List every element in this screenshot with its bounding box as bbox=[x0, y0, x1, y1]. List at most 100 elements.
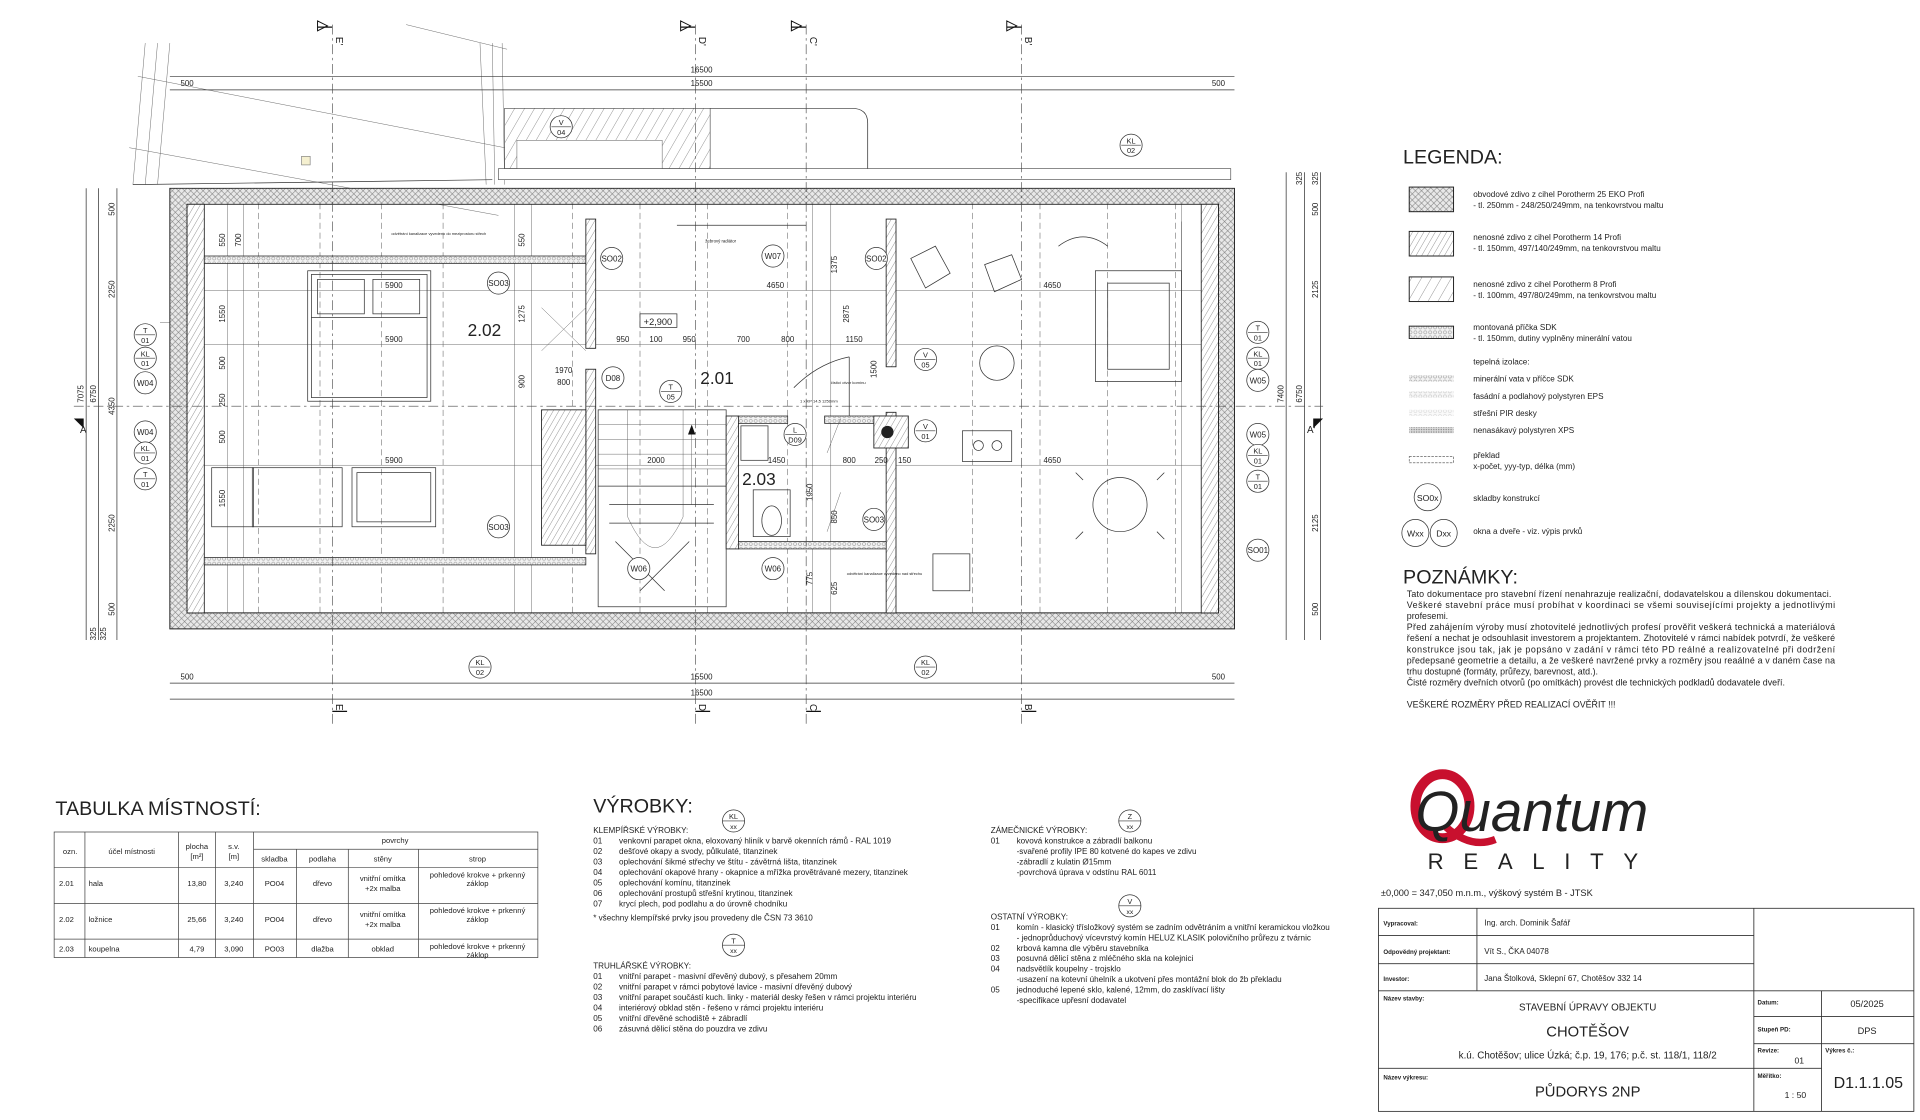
dimension-label: 950 bbox=[683, 335, 697, 344]
tag-label: SO03 bbox=[488, 279, 509, 288]
dimension-label: 1970 bbox=[555, 366, 573, 375]
tb-scale-label: Měřítko: bbox=[1758, 1073, 1782, 1080]
tag-top: V bbox=[923, 422, 928, 431]
tag-bottom: 01 bbox=[141, 359, 149, 368]
item-text: - jednoprůduchový vícevrstvý komín HELUZ… bbox=[1017, 933, 1311, 942]
dimension-label: 1450 bbox=[768, 456, 786, 465]
tb-drawing-label: Název výkresu: bbox=[1383, 1074, 1428, 1081]
floor-plan: 2.02 2.01 2.03 +2,900 žebrový radiátor o… bbox=[73, 20, 1324, 727]
note-line: Před zahájením výroby musí zhotovitelé j… bbox=[1407, 622, 1835, 632]
tb-designer-label: Odpovědný projektant: bbox=[1383, 949, 1450, 956]
room-table-title: TABULKA MÍSTNOSTÍ: bbox=[55, 797, 260, 820]
products-title: VÝROBKY: bbox=[593, 794, 693, 817]
exterior-walls bbox=[169, 187, 1235, 630]
legend-item-3-line1: nenosné zdivo z cihel Porotherm 8 Profi bbox=[1473, 280, 1617, 289]
dimension-label: 500 bbox=[218, 430, 227, 444]
annotation-vent2: odvětrání kanalizace vyvedeno nad střech… bbox=[847, 571, 922, 576]
tb-revision: 01 bbox=[1794, 1055, 1804, 1065]
th-sv-unit: [m] bbox=[229, 852, 240, 861]
cell-ozn: 2.02 bbox=[59, 915, 74, 924]
tag-bottom: 01 bbox=[141, 480, 149, 489]
legend-item-3-line2: - tl. 100mm, 497/80/249mm, na tenkovrstv… bbox=[1473, 291, 1656, 300]
tag-marker: W05 bbox=[1246, 368, 1270, 392]
annotation-radiator: žebrový radiátor bbox=[705, 238, 736, 243]
dimension-label: 6750 bbox=[1295, 384, 1304, 402]
dimension-label: 325 bbox=[1311, 171, 1320, 185]
legend: LEGENDA: obvodové zdivo z cihel Porother… bbox=[1401, 147, 1663, 547]
cell-skladba: PO04 bbox=[265, 879, 285, 888]
legend-item-1-line1: obvodové zdivo z cihel Porotherm 25 EKO … bbox=[1473, 190, 1644, 199]
logo-subtitle: REALITY bbox=[1428, 849, 1658, 874]
tag-bottom: 01 bbox=[141, 454, 149, 463]
cell-sv: 3,240 bbox=[224, 879, 243, 888]
cell-plocha: 25,66 bbox=[187, 915, 206, 924]
item-text: kovová konstrukce a zábradlí balkonu bbox=[1017, 837, 1153, 846]
tag-marker: W06 bbox=[761, 557, 785, 581]
tag-top: KL bbox=[141, 349, 150, 358]
tag-label: SO02 bbox=[601, 255, 622, 264]
item-text: krbová kamna dle výběru stavebníka bbox=[1017, 944, 1150, 953]
tag-circle bbox=[133, 371, 157, 395]
dimension-label: 550 bbox=[517, 233, 526, 247]
legend-item-1-line2: - tl. 250mm - 248/250/249mm, na tenkovrs… bbox=[1473, 201, 1663, 210]
tb-number: D1.1.1.05 bbox=[1834, 1075, 1903, 1092]
section-B-top: B' bbox=[1022, 37, 1033, 46]
tag-marker: SO03 bbox=[862, 507, 886, 531]
th-skladba: skladba bbox=[261, 855, 288, 864]
dimension-label: 4650 bbox=[1044, 281, 1062, 290]
section-A2-label: A' bbox=[1307, 425, 1316, 436]
item-number: 06 bbox=[593, 889, 603, 898]
tb-stage: DPS bbox=[1858, 1026, 1877, 1036]
dimension-label: 4650 bbox=[1044, 456, 1062, 465]
tb-project-label: Název stavby: bbox=[1383, 996, 1424, 1003]
legend-door-symbol: Dxx bbox=[1436, 529, 1452, 539]
group-title: ZÁMEČNICKÉ VÝROBKY: bbox=[991, 826, 1087, 835]
annotation-lintel: 1 x KP 14,5 1250mm bbox=[800, 398, 838, 403]
item-text: dešťové okapy a svody, půlkulaté, titanz… bbox=[619, 847, 778, 856]
item-number: 05 bbox=[991, 986, 1001, 995]
legend-swatch-p8 bbox=[1408, 276, 1455, 303]
tag-top: V bbox=[923, 351, 928, 360]
group-title: OSTATNÍ VÝROBKY: bbox=[991, 912, 1068, 921]
dimension-label: 500 bbox=[218, 356, 227, 370]
rafter-lines bbox=[258, 203, 1176, 616]
dimension-label: 325 bbox=[99, 627, 108, 641]
legend-openings-text: okna a dveře - viz. výpis prvků bbox=[1473, 527, 1582, 536]
symbol-bottom: xx bbox=[730, 824, 737, 831]
item-text: -povrchová úprava v odstínu RAL 6011 bbox=[1017, 868, 1157, 877]
tag-marker: W07 bbox=[761, 244, 785, 268]
symbol-top: V bbox=[1127, 897, 1132, 906]
item-number: 03 bbox=[593, 858, 603, 867]
elevation-datum: ±0,000 = 347,050 m.n.m., výškový systém … bbox=[1381, 888, 1594, 898]
legend-lintel-line1: překlad bbox=[1473, 451, 1500, 460]
cell-plocha: 13,80 bbox=[187, 879, 206, 888]
section-axes bbox=[73, 24, 1324, 727]
item-text: vnitřní parapet - masivní dřevěný dubový… bbox=[619, 972, 837, 981]
legend-swatch-exterior bbox=[1408, 186, 1455, 213]
dimension-label: 100 bbox=[649, 335, 663, 344]
dimension-label: 500 bbox=[181, 672, 195, 681]
cell-steny2: +2x malba bbox=[365, 920, 401, 929]
symbol-top: T bbox=[731, 936, 736, 945]
tag-bottom: 01 bbox=[1254, 482, 1262, 491]
th-povrchy: povrchy bbox=[382, 836, 409, 845]
legend-insulation-2: fasádní a podlahový polystyren EPS bbox=[1473, 392, 1604, 401]
section-C-bottom: C bbox=[807, 704, 818, 711]
tag-circle bbox=[761, 244, 785, 268]
tag-marker: SO03 bbox=[487, 515, 510, 539]
tag-bottom: 01 bbox=[141, 336, 149, 345]
tag-bottom: 02 bbox=[921, 668, 929, 677]
tag-circle bbox=[1246, 538, 1270, 562]
tb-stage-label: Stupeň PD: bbox=[1758, 1026, 1791, 1033]
tag-marker: W06 bbox=[627, 557, 651, 581]
cell-skladba: PO03 bbox=[265, 944, 285, 953]
item-number: 03 bbox=[593, 993, 603, 1002]
item-number: 04 bbox=[593, 1003, 603, 1012]
item-number: 06 bbox=[593, 1024, 603, 1033]
